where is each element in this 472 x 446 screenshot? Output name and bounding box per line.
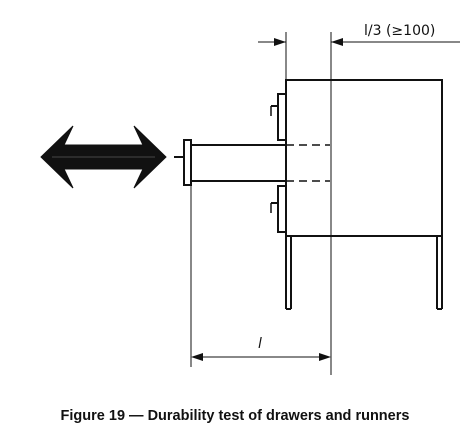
drawer bbox=[191, 144, 330, 182]
double-headed-arrow-icon bbox=[40, 125, 167, 189]
dimension-top: l/3 (≥100) bbox=[258, 23, 460, 375]
figure-caption: Figure 19 — Durability test of drawers a… bbox=[61, 408, 410, 424]
cabinet bbox=[285, 79, 443, 310]
dimension-bottom-label: l bbox=[258, 336, 262, 352]
dimension-bottom: l bbox=[190, 185, 331, 367]
restraint-block-upper bbox=[270, 93, 287, 141]
dimension-top-label: l/3 (≥100) bbox=[364, 23, 435, 39]
drawer-handle bbox=[174, 139, 192, 186]
restraint-block-lower bbox=[270, 185, 287, 233]
